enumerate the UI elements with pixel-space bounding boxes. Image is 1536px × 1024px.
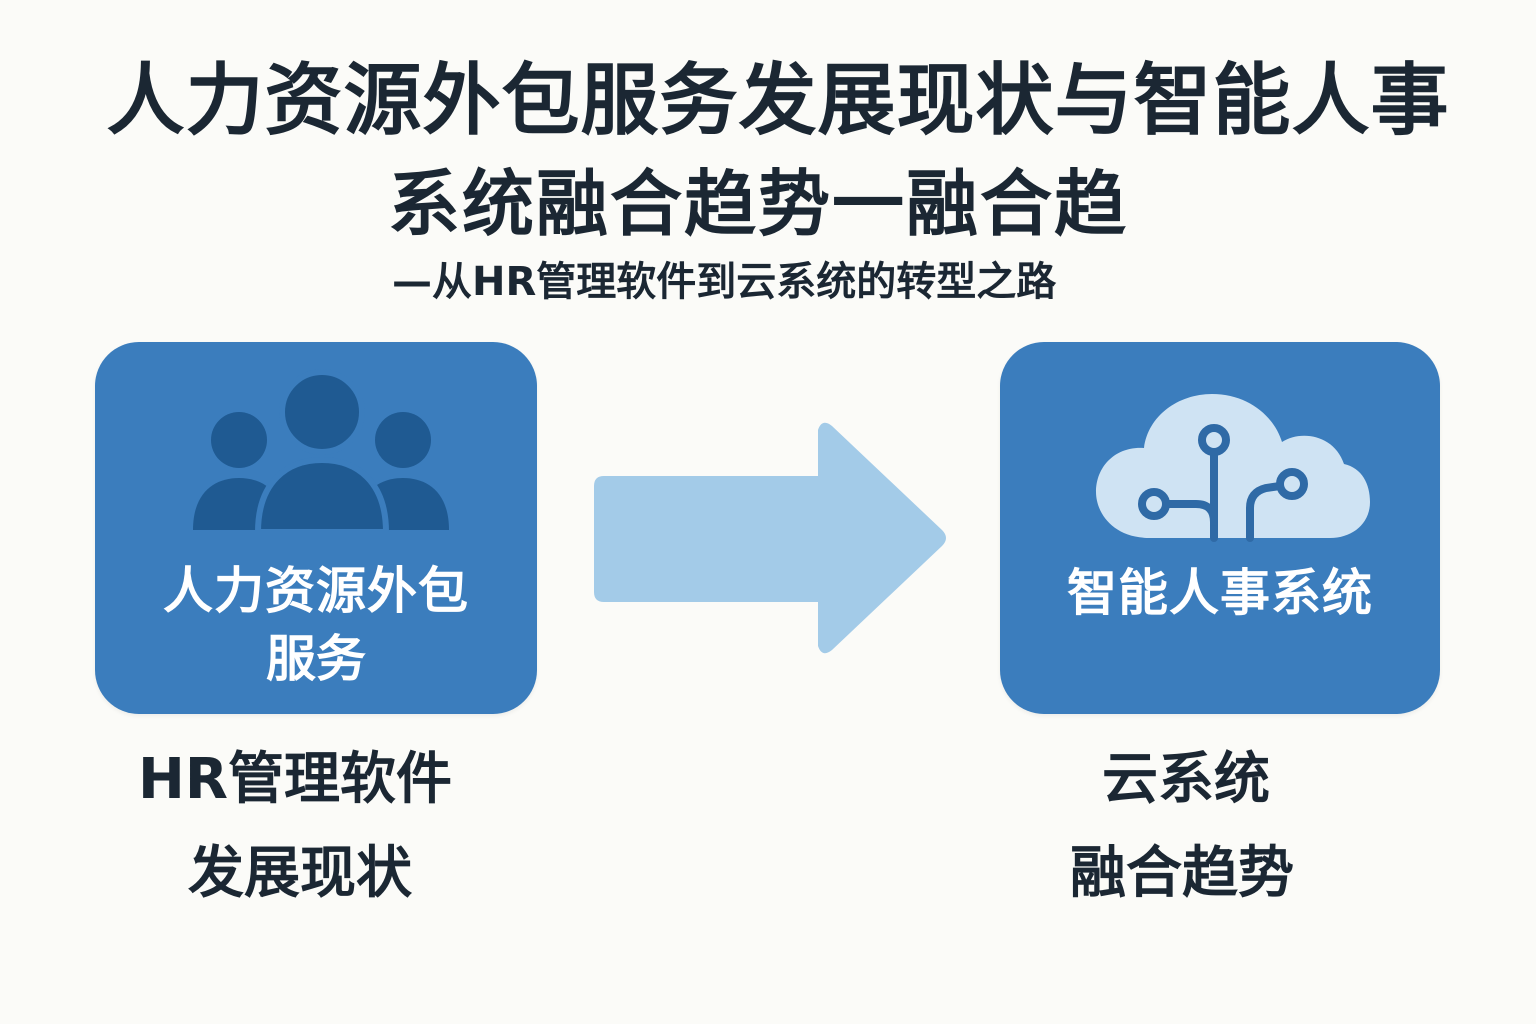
hr-outsourcing-label-line-1: 人力资源外包 — [163, 562, 469, 620]
hr-outsourcing-label-line-2: 服务 — [266, 630, 366, 688]
left-caption-line-1: HR管理软件 — [138, 747, 452, 812]
smart-hr-system-label: 智能人事系统 — [1067, 564, 1373, 622]
left-caption-line-2: 发展现状 — [188, 841, 412, 906]
page-title-line-2: 系统融合趋势一融合趋 — [388, 162, 1129, 246]
smart-hr-system-box: 智能人事系统 — [1000, 342, 1440, 714]
hr-outsourcing-box: 人力资源外包 服务 — [95, 342, 537, 714]
cloud-network-icon — [1096, 394, 1370, 542]
page-subtitle: —从HR管理软件到云系统的转型之路 — [392, 259, 1057, 305]
people-group-icon — [193, 369, 449, 535]
right-caption-line-1: 云系统 — [1102, 747, 1270, 812]
page-title-line-1: 人力资源外包服务发展现状与智能人事 — [106, 56, 1450, 146]
right-caption-line-2: 融合趋势 — [1070, 841, 1294, 906]
arrow-right-icon — [594, 422, 946, 654]
